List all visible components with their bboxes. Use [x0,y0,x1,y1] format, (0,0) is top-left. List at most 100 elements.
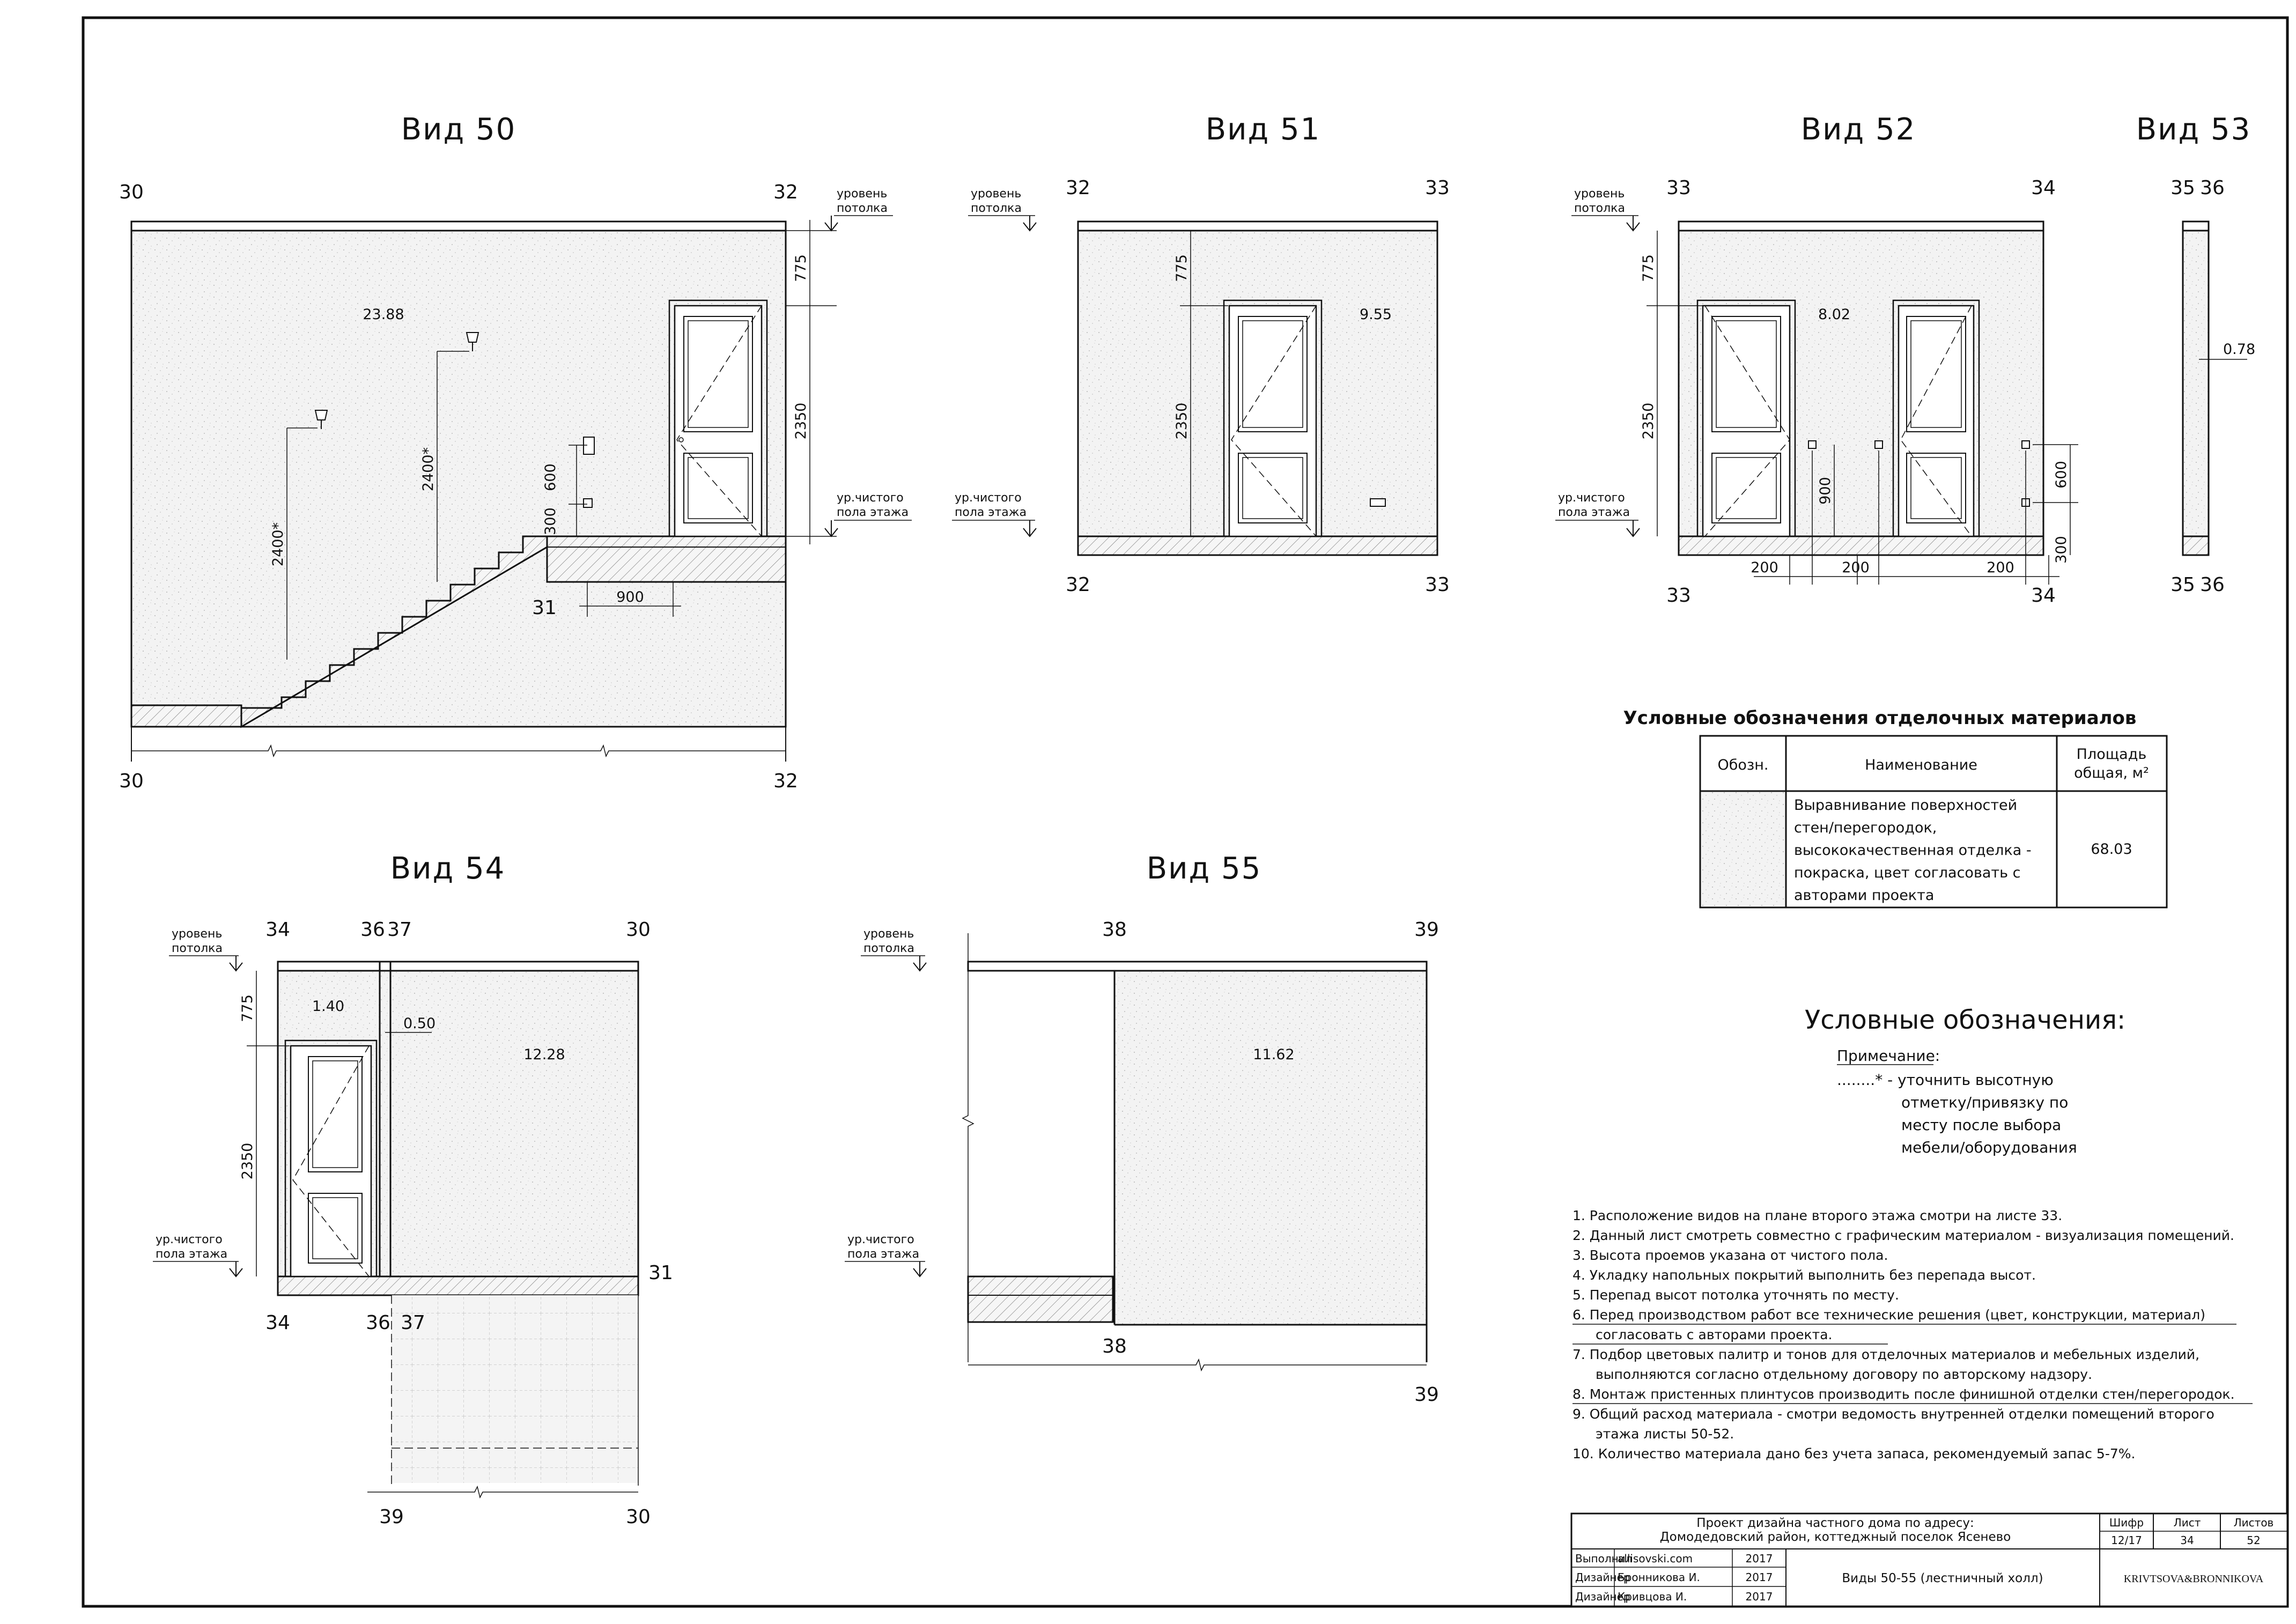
switch-icon [583,437,595,455]
level-floor-marker: ур.чистого пола этажа [952,491,1037,537]
ceiling-slab [2182,220,2210,232]
area-value: 12.28 [523,1046,565,1063]
svg-text:Кривцова И.: Кривцова И. [1618,1590,1687,1603]
door [668,299,768,537]
level-floor-marker: ур.чистого пола этажа [153,1233,243,1278]
floor-slab [1077,535,1438,556]
axis-label: 37 [387,919,412,941]
axis-label: 32 [773,770,798,792]
note-line: 1. Расположение видов на плане второго э… [1572,1208,2062,1223]
material-swatch [1701,792,1785,906]
svg-text:Дизайнер: Дизайнер [1575,1571,1630,1584]
code-value: 12/17 [2111,1534,2142,1547]
legend-header-name: Наименование [1865,757,1977,773]
socket-icon [583,498,593,508]
upper-floor-slab [546,535,787,583]
symbols-title: Условные обозначения: [1805,1005,2125,1035]
view-55-title: Вид 55 [1147,851,1262,886]
level-ceiling-marker: уровень потолка [861,927,927,972]
door [284,1039,378,1278]
switch-icon [1874,440,1883,449]
sheet-count: 52 [2247,1534,2260,1547]
svg-text:Шифр: Шифр [2109,1516,2144,1529]
svg-text:ур.чистого: ур.чистого [156,1233,223,1246]
axis-label: 36 [2200,574,2225,596]
dim-900: 900 [1817,477,1834,505]
svg-text:пола этажа: пола этажа [1558,506,1630,519]
area-value: 8.02 [1818,306,1850,323]
axis-label: 36 [360,919,385,941]
dim-775: 775 [239,994,256,1022]
svg-text:уровень: уровень [971,187,1021,201]
ceiling-slab [967,961,1428,972]
switch-icon [1808,440,1817,449]
svg-text:мебели/оборудования: мебели/оборудования [1901,1139,2077,1156]
brand-name: KRIVTSOVA&BRONNIKOVA [2124,1573,2264,1585]
svg-text:отметку/привязку по: отметку/привязку по [1901,1094,2068,1111]
axis-label: 32 [1066,574,1090,596]
door [1223,299,1323,537]
sheet-name: Виды 50-55 (лестничный холл) [1842,1571,2043,1585]
svg-text:потолка: потолка [837,202,888,215]
ceiling-slab [130,220,787,232]
level-ceiling-marker: уровень потолка [169,927,243,972]
lower-floor-slab [130,704,242,728]
svg-text:пола этажа: пола этажа [156,1247,227,1261]
axis-label: 34 [2031,177,2056,199]
materials-legend: Условные обозначения отделочных материал… [1623,707,2168,909]
axis-label: 38 [1102,919,1127,941]
axis-label: 35 [2171,574,2195,596]
svg-text:Лист: Лист [2174,1516,2201,1529]
view-52: Вид 52 уровень потолка ур.чистого пола э… [1555,112,2078,607]
axis-label: 32 [1066,177,1090,199]
svg-text:уровень: уровень [863,927,914,941]
door [1892,299,1980,537]
dim-600: 600 [542,463,559,491]
svg-text:Дизайнер: Дизайнер [1575,1590,1630,1603]
view-55: Вид 55 уровень потолка ур.чистого пола э… [845,851,1439,1406]
svg-text:ур.чистого: ур.чистого [1558,491,1625,505]
area-value: 1.40 [312,998,344,1015]
note-line: 2. Данный лист смотреть совместно с граф… [1572,1228,2234,1243]
area-value: 9.55 [1360,306,1392,323]
svg-text:стен/перегородок,: стен/перегородок, [1794,820,1937,836]
level-ceiling-marker: уровень потолка [824,187,893,232]
floor-slab [967,1275,1114,1323]
axis-label: 39 [1414,919,1439,941]
project-address: Домодедовский район, коттеджный поселок … [1660,1530,2011,1544]
svg-text:потолка: потолка [863,942,914,955]
note-line: 8. Монтаж пристенных плинтусов производи… [1572,1386,2235,1402]
axis-label: 36 [366,1312,390,1334]
svg-text:потолка: потолка [1574,202,1625,215]
ceiling-slab [277,961,639,972]
view-52-title: Вид 52 [1801,112,1916,147]
dim-200: 200 [1987,559,2014,576]
view-53: Вид 53 0.78 35 36 35 36 [2136,112,2255,596]
socket-icon [1370,498,1386,507]
area-value: 11.62 [1253,1046,1294,1063]
note-line: согласовать с авторами проекта. [1596,1327,1832,1342]
svg-text:2017: 2017 [1746,1571,1773,1584]
view-51-title: Вид 51 [1206,112,1321,147]
svg-text:уровень: уровень [1574,187,1625,201]
view-53-title: Вид 53 [2136,112,2251,147]
general-notes: 1. Расположение видов на плане второго э… [1572,1208,2253,1461]
ceiling-slab [1678,220,2044,232]
note-line: 6. Перед производством работ все техниче… [1572,1307,2205,1323]
axis-label: 31 [648,1262,673,1284]
axis-label: 36 [2200,177,2225,199]
view-54: Вид 54 уровень потолка ур.чистого пола э… [153,851,673,1528]
axis-label: 33 [1425,177,1450,199]
dim-775: 775 [1640,254,1657,282]
switch-icon [2021,440,2030,449]
door [1696,299,1796,537]
axis-label: 34 [2031,585,2056,607]
stair-opening [392,1295,638,1483]
axis-label: 34 [265,1312,290,1334]
axis-label: 35 [2171,177,2195,199]
ceiling-slab [1077,220,1438,232]
axis-label: 33 [1666,177,1691,199]
legend-header-area: Площадь [2077,746,2147,763]
dim-200: 200 [1842,559,1870,576]
